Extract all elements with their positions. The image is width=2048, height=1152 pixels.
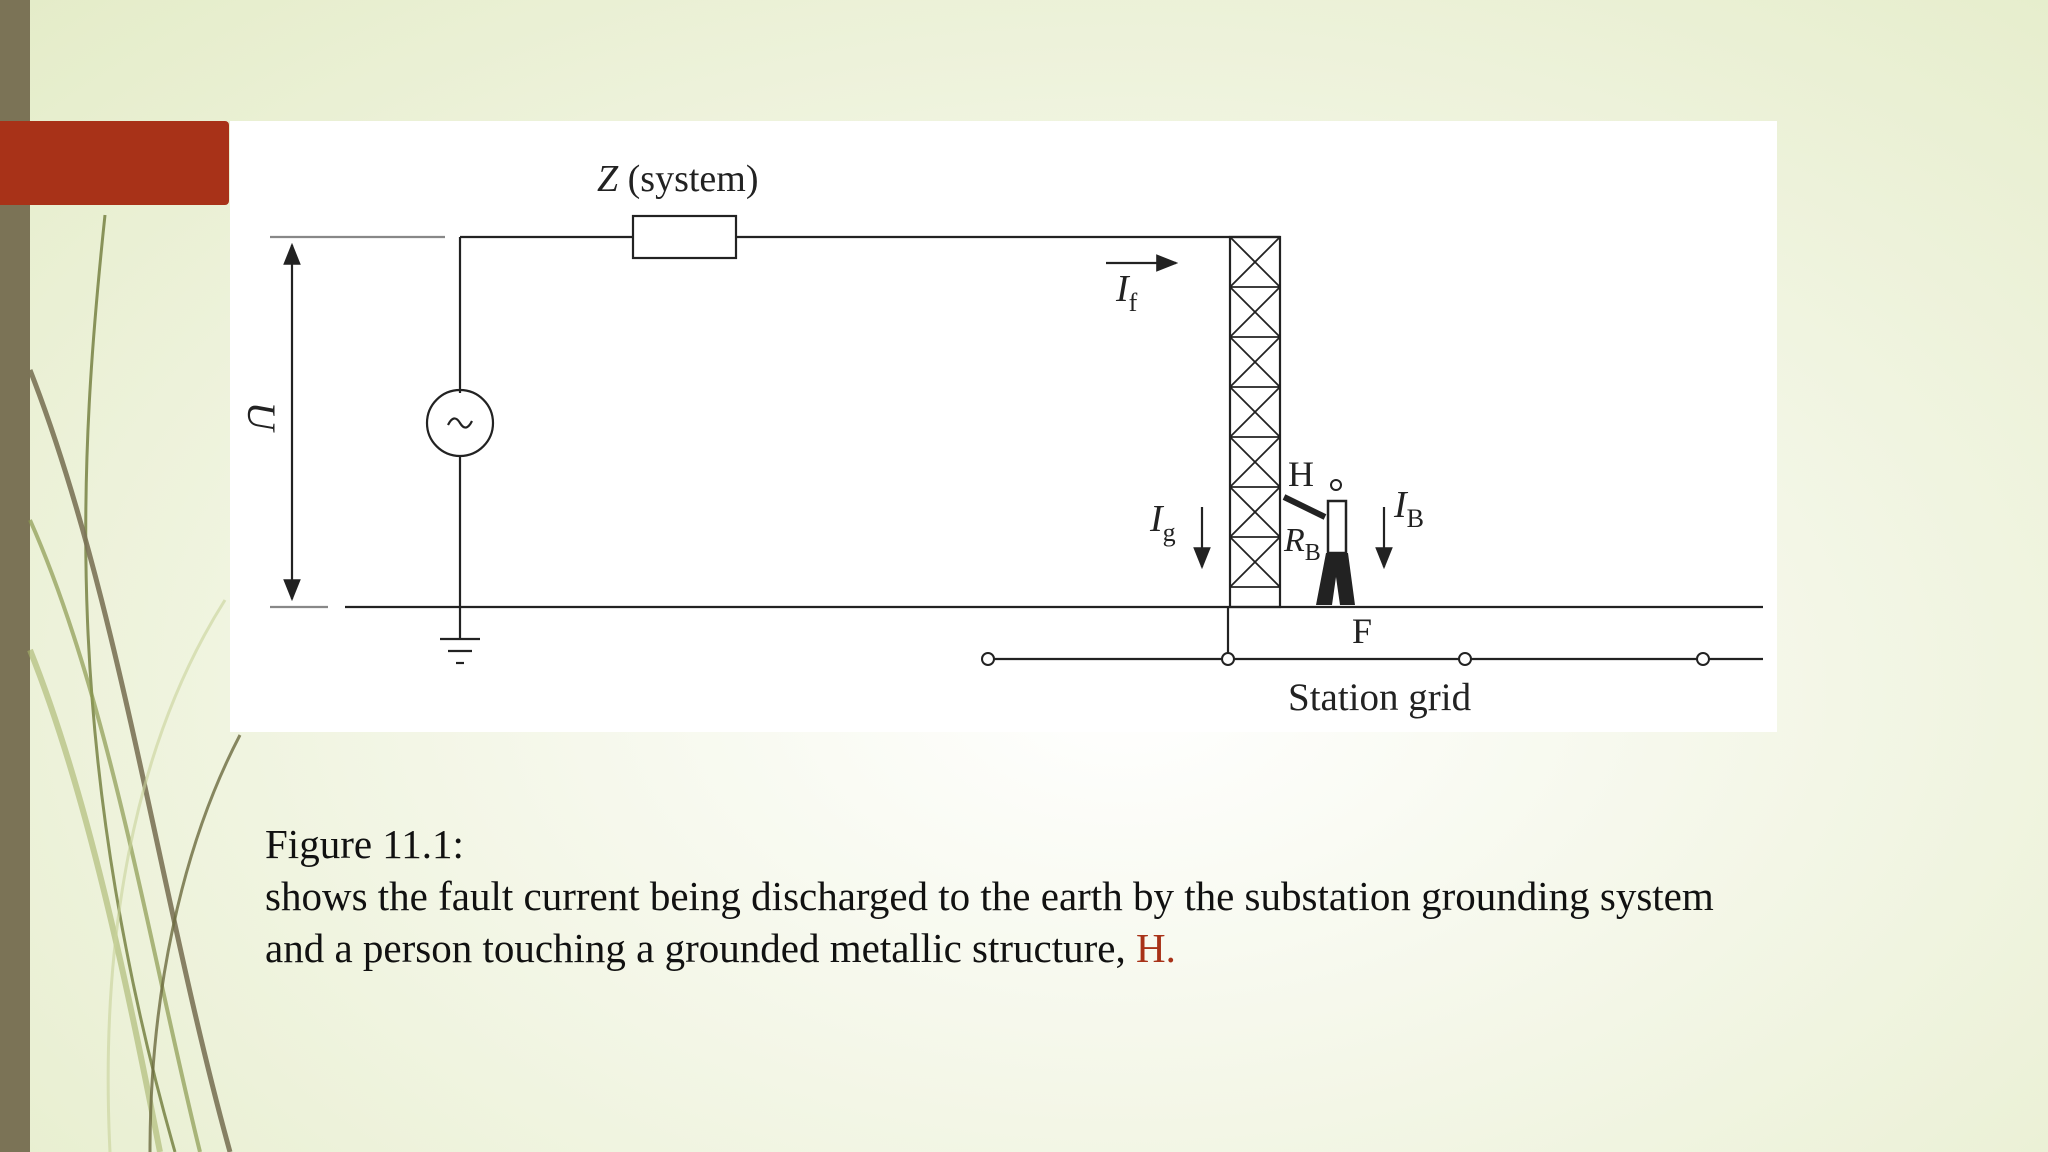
grounding-circuit-diagram: Z (system) U If Ig IB RB H F Station gri… <box>239 158 1763 719</box>
grid-node <box>981 652 995 666</box>
grid-node <box>1458 652 1472 666</box>
caption-line-1: shows the fault current being discharged… <box>265 873 1714 919</box>
caption-line-2-text: and a person touching a grounded metalli… <box>265 925 1136 971</box>
system-impedance-box <box>631 214 738 260</box>
label-rb: RB <box>1283 522 1321 566</box>
caption-title: Figure 11.1: <box>265 821 464 867</box>
label-ib: IB <box>1393 484 1424 533</box>
grid-node <box>1696 652 1710 666</box>
label-h: H <box>1288 454 1314 494</box>
label-z-system: Z (system) <box>597 158 759 200</box>
tower-lattice <box>1229 236 1281 588</box>
person-figure <box>1316 479 1355 605</box>
figure-caption: Figure 11.1: shows the fault current bei… <box>265 818 1865 974</box>
label-f: F <box>1352 611 1372 651</box>
caption-line-2: and a person touching a grounded metalli… <box>265 922 1865 974</box>
label-ig: Ig <box>1149 498 1176 547</box>
caption-highlight: H. <box>1135 925 1176 971</box>
title-accent-tab <box>0 121 229 205</box>
figure-panel: Z (system) U If Ig IB RB H F Station gri… <box>230 121 1777 732</box>
label-u: U <box>239 402 284 434</box>
grid-node <box>1221 652 1235 666</box>
label-station-grid: Station grid <box>1288 676 1472 719</box>
label-if: If <box>1115 268 1138 317</box>
decorative-swoosh <box>27 214 242 1152</box>
